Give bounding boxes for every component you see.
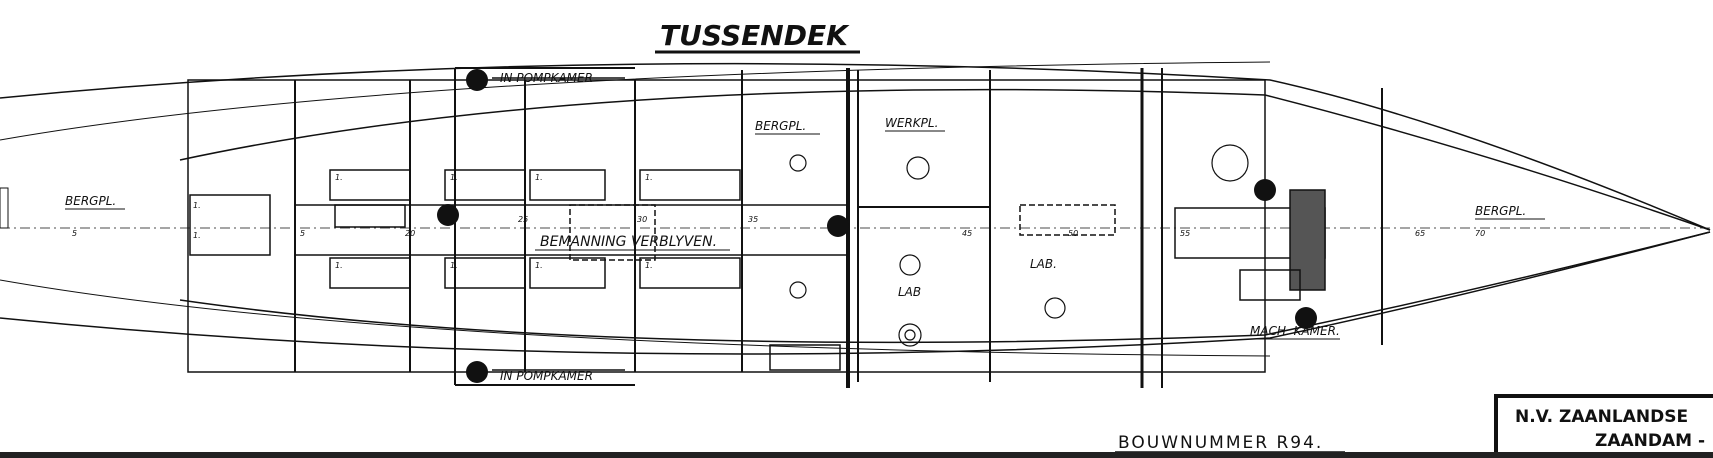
label-bergpl-mid: BERGPL.: [755, 119, 806, 133]
label-pompkamer-bottom: IN POMPKAMER: [500, 369, 593, 383]
hull-outline-bottom: [0, 231, 1711, 355]
deck-line-bottom: [0, 279, 1271, 357]
svg-text:35: 35: [748, 215, 758, 224]
svg-text:1.: 1.: [450, 173, 458, 182]
svg-text:55: 55: [1180, 229, 1190, 238]
label-pompkamer-top: IN POMPKAMER: [500, 71, 593, 85]
svg-text:20: 20: [405, 229, 415, 238]
svg-text:5: 5: [72, 229, 77, 238]
label-lab-1: LAB: [898, 285, 921, 299]
inner-line-top: [179, 88, 1711, 231]
svg-text:1.: 1.: [645, 261, 653, 270]
pump-markers: [437, 69, 1317, 383]
svg-text:1.: 1.: [335, 173, 343, 182]
svg-text:5: 5: [300, 229, 305, 238]
svg-text:45: 45: [962, 229, 972, 238]
svg-text:1.: 1.: [535, 173, 543, 182]
corridor: [295, 189, 1326, 301]
label-werkpl: WERKPL.: [885, 116, 938, 130]
company-city: ZAANDAM -: [1595, 431, 1705, 451]
svg-text:1.: 1.: [450, 261, 458, 270]
label-mach-kamer: MACH. KAMER.: [1250, 324, 1340, 338]
fixtures: [789, 144, 1249, 347]
inner-line-bottom: [179, 231, 1711, 344]
svg-text:50: 50: [1068, 229, 1078, 238]
svg-text:1.: 1.: [335, 261, 343, 270]
sheet-edge: [0, 452, 1713, 458]
berths: [189, 169, 841, 371]
svg-text:1.: 1.: [193, 201, 201, 210]
label-bergpl-aft: BERGPL.: [65, 194, 116, 208]
deck-line-top: [0, 61, 1271, 141]
label-underlines: [65, 130, 1545, 340]
svg-text:1.: 1.: [193, 231, 201, 240]
svg-text:1.: 1.: [535, 261, 543, 270]
company-name: N.V. ZAANLANDSE: [1515, 407, 1688, 427]
svg-text:70: 70: [1475, 229, 1485, 238]
label-bemanning: BEMANNING VERBLYVEN.: [540, 234, 717, 250]
label-lab-2: LAB.: [1030, 257, 1057, 271]
svg-text:30: 30: [637, 215, 647, 224]
bouwnummer: BOUWNUMMER R94.: [1118, 433, 1323, 453]
label-bergpl-fwd: BERGPL.: [1475, 204, 1526, 218]
deckhouse-outline: [187, 79, 1266, 373]
pompkamer-arrows: [492, 77, 625, 371]
room-labels: IN POMPKAMER IN POMPKAMER BERGPL. BERGPL…: [65, 71, 1526, 383]
svg-text:1.: 1.: [645, 173, 653, 182]
berth-numbers: 1. 1. 1. 1. 1. 1. 1. 1. 1. 1.: [193, 173, 653, 270]
stern-post: [0, 187, 9, 229]
hull-outline-top: [0, 62, 1711, 231]
svg-text:65: 65: [1415, 229, 1425, 238]
drawing-title: TUSSENDEK: [660, 19, 850, 52]
svg-text:25: 25: [518, 215, 528, 224]
bulkheads: [294, 67, 1383, 388]
